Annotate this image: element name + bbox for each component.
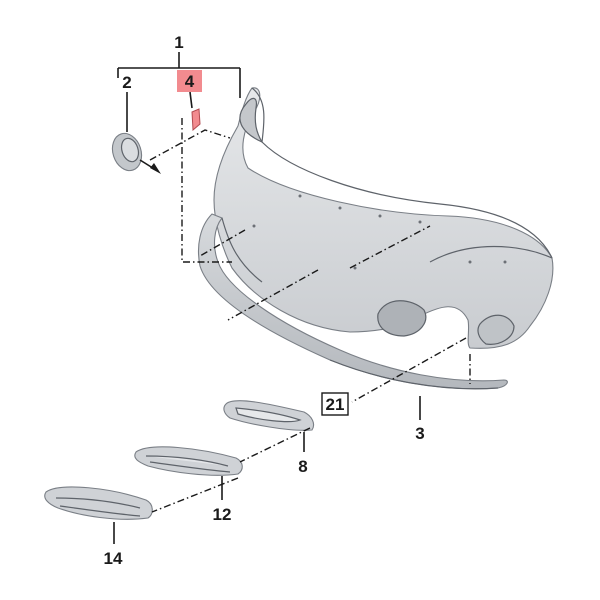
callout-21[interactable]: 21 <box>326 395 345 414</box>
leader-lines <box>113 52 421 544</box>
front-bumper-cover <box>213 87 554 349</box>
grille-section-12 <box>134 446 243 476</box>
callout-14[interactable]: 14 <box>104 549 123 568</box>
towing-eye-cover <box>111 132 143 172</box>
arrow-icon <box>150 163 161 174</box>
clip-part-4 <box>191 108 201 132</box>
callout-2[interactable]: 2 <box>122 73 131 92</box>
callout-3[interactable]: 3 <box>415 424 424 443</box>
callout-12[interactable]: 12 <box>213 505 232 524</box>
callout-8[interactable]: 8 <box>298 457 307 476</box>
callout-4[interactable]: 4 <box>185 72 195 91</box>
grille-insert-8 <box>223 400 315 431</box>
lower-spoiler-lip <box>197 213 508 390</box>
grille-section-14 <box>44 486 153 520</box>
callout-4-highlight <box>177 70 202 92</box>
callout-21-frame <box>321 392 349 416</box>
assembly-lines <box>149 118 471 513</box>
callout-1[interactable]: 1 <box>174 33 183 52</box>
